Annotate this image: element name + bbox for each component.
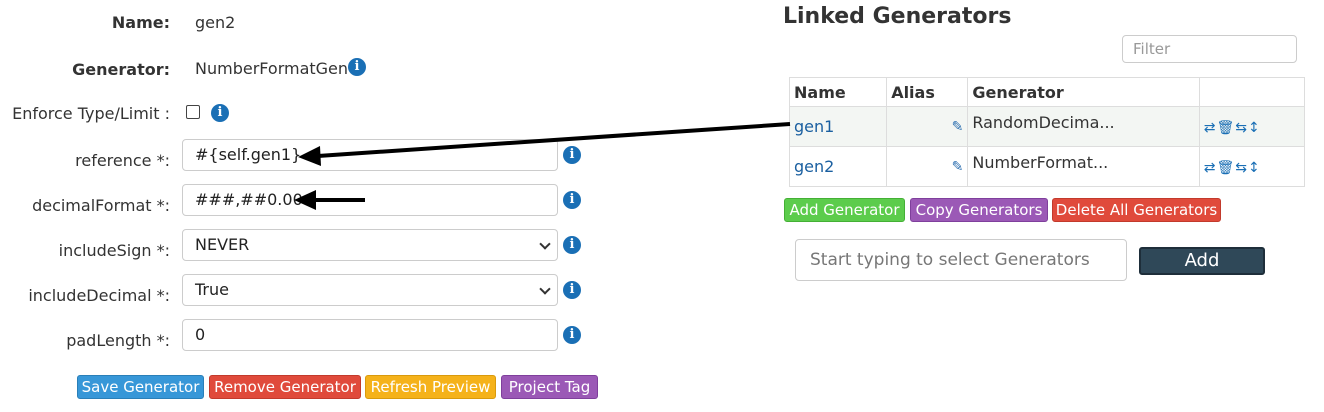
trash-icon[interactable]: 🗑 <box>1216 120 1236 136</box>
swap-icon[interactable]: ⇆ <box>1235 120 1249 136</box>
include-decimal-value: True <box>195 280 229 299</box>
project-tag-button[interactable]: Project Tag <box>501 375 598 399</box>
decimal-arrowhead <box>294 190 316 210</box>
table-row: gen1 ✎ RandomDecima... ⇄🗑⇆↕ <box>788 106 1306 147</box>
include-decimal-info-icon[interactable]: i <box>563 281 581 299</box>
copy-generators-button[interactable]: Copy Generators <box>910 198 1048 222</box>
replace-icon[interactable]: ⇄ <box>1203 160 1217 176</box>
row-name-link[interactable]: gen1 <box>794 117 835 136</box>
table-row: gen2 ✎ NumberFormat... ⇄🗑⇆↕ <box>788 146 1306 187</box>
enforce-info-icon[interactable]: i <box>211 104 229 122</box>
pad-length-input[interactable]: 0 <box>182 319 558 351</box>
reference-arrow-line <box>317 122 791 158</box>
include-sign-label: includeSign *: <box>58 241 170 260</box>
decimal-format-input[interactable]: ###,##0.00 <box>182 184 558 216</box>
enforce-type-label: Enforce Type/Limit : <box>12 104 170 123</box>
reorder-icon[interactable]: ↕ <box>1248 160 1261 176</box>
reference-label: reference *: <box>75 151 170 170</box>
swap-icon[interactable]: ⇆ <box>1235 160 1249 176</box>
pad-length-label: padLength *: <box>66 331 170 350</box>
include-sign-value: NEVER <box>195 235 250 254</box>
decimal-format-info-icon[interactable]: i <box>563 191 581 209</box>
reference-info-icon[interactable]: i <box>563 146 581 164</box>
filter-input[interactable]: Filter <box>1122 35 1297 63</box>
save-generator-button[interactable]: Save Generator <box>77 375 204 399</box>
pencil-icon[interactable]: ✎ <box>951 158 964 175</box>
enforce-type-checkbox[interactable] <box>186 105 200 119</box>
pad-length-info-icon[interactable]: i <box>563 326 581 344</box>
delete-all-generators-button[interactable]: Delete All Generators <box>1052 198 1221 222</box>
name-value: gen2 <box>195 13 236 32</box>
include-sign-select[interactable]: NEVER <box>182 229 558 261</box>
column-header-alias: Alias <box>886 77 969 107</box>
include-decimal-label: includeDecimal *: <box>28 286 170 305</box>
reference-arrowhead <box>298 146 321 166</box>
column-header-name: Name <box>788 77 888 107</box>
remove-generator-button[interactable]: Remove Generator <box>209 375 361 399</box>
reorder-icon[interactable]: ↕ <box>1248 120 1261 136</box>
row-name-link[interactable]: gen2 <box>794 157 835 176</box>
add-generator-button[interactable]: Add Generator <box>784 198 905 222</box>
include-sign-info-icon[interactable]: i <box>563 236 581 254</box>
generator-typeahead-input[interactable]: Start typing to select Generators <box>795 239 1127 281</box>
refresh-preview-button[interactable]: Refresh Preview <box>365 375 496 399</box>
add-button[interactable]: Add <box>1139 247 1265 275</box>
name-label: Name: <box>111 13 170 32</box>
include-decimal-select[interactable]: True <box>182 274 558 306</box>
column-header-generator: Generator <box>967 77 1200 107</box>
table-header-row: Name Alias Generator <box>788 77 1306 107</box>
generator-label: Generator: <box>72 60 170 79</box>
column-header-actions <box>1198 77 1306 107</box>
pencil-icon[interactable]: ✎ <box>951 118 964 135</box>
row-generator: RandomDecima... <box>972 113 1115 132</box>
decimal-format-label: decimalFormat *: <box>32 196 170 215</box>
linked-generators-title: Linked Generators <box>783 4 1012 29</box>
generator-value: NumberFormatGen <box>195 59 349 78</box>
generator-info-icon[interactable]: i <box>348 58 366 76</box>
linked-generators-table: Name Alias Generator gen1 ✎ RandomDecima… <box>788 77 1306 187</box>
row-generator: NumberFormat... <box>972 153 1109 172</box>
replace-icon[interactable]: ⇄ <box>1203 120 1217 136</box>
reference-input[interactable]: #{self.gen1} <box>182 139 558 171</box>
trash-icon[interactable]: 🗑 <box>1216 160 1236 176</box>
